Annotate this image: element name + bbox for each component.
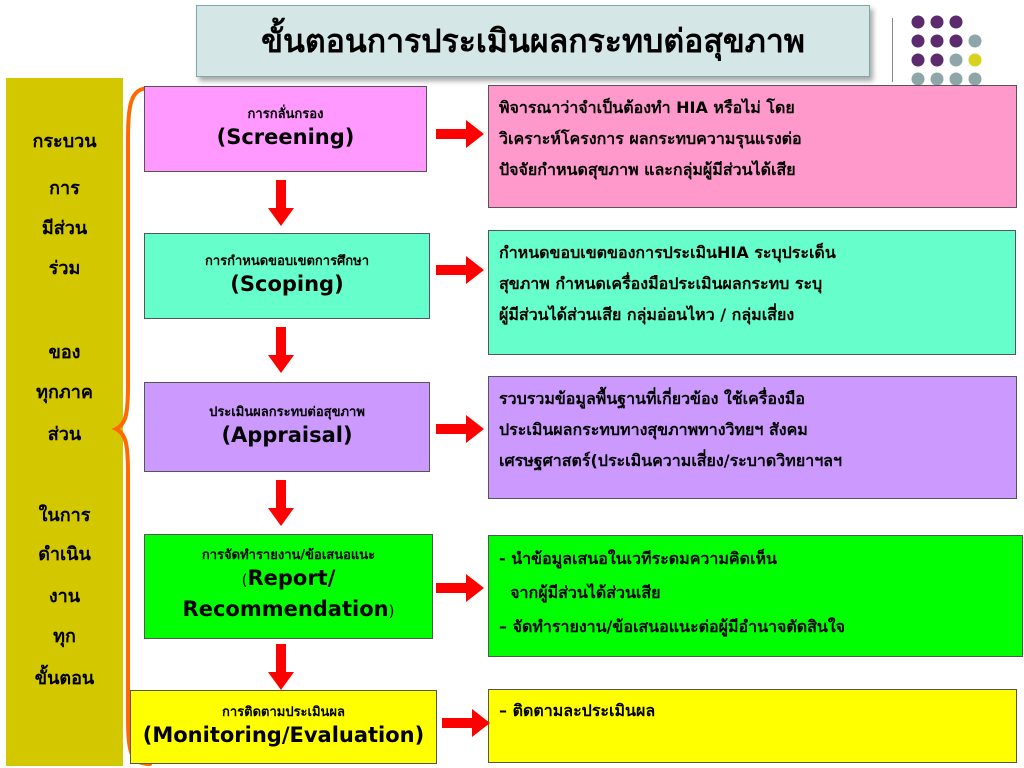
- participation-sidebar: กระบวน การ มีส่วน ร่วม ของ ทุกภาค ส่วน ใ…: [6, 78, 123, 766]
- decorative-dot-grid: [911, 15, 982, 86]
- step-box-monitoring: การติดตามประเมินผล (Monitoring/Evaluatio…: [130, 690, 437, 764]
- decorative-dot: [911, 53, 925, 67]
- sidebar-line: ส่วน: [47, 424, 82, 445]
- step-english-label: (Monitoring/Evaluation): [142, 723, 425, 747]
- sidebar-line: งาน: [48, 586, 81, 607]
- sidebar-line: ดำเนิน: [38, 544, 91, 565]
- sidebar-line: ของ: [48, 342, 81, 363]
- decorative-dot: [911, 15, 925, 29]
- right-arrow-icon: [436, 120, 484, 148]
- right-arrow-icon: [442, 709, 490, 737]
- sidebar-line: ทุก: [53, 626, 76, 647]
- decorative-dot: [968, 53, 982, 67]
- right-arrow-icon: [436, 256, 484, 284]
- step-box-report: การจัดทำรายงาน/ข้อเสนอแนะ (Report/ Recom…: [144, 534, 433, 639]
- down-arrow-icon: [268, 480, 294, 526]
- step-box-screening: การกลั่นกรอง (Screening): [144, 86, 427, 172]
- description-line: สุขภาพ กำหนดเครื่องมือประเมินผลกระทบ ระบ…: [499, 274, 823, 293]
- decorative-dot: [968, 72, 982, 86]
- description-line: - นำข้อมูลเสนอในเวทีระดมความคิดเห็น: [499, 549, 777, 568]
- description-line: ผู้มีส่วนได้ส่วนเสีย กลุ่มอ่อนไหว / กลุ่…: [499, 305, 795, 324]
- description-line: จากผู้มีส่วนได้ส่วนเสีย: [499, 583, 661, 602]
- decorative-dot: [949, 15, 963, 29]
- step-thai-label: ประเมินผลกระทบต่อสุขภาพ: [209, 405, 365, 420]
- description-box-appraisal: รวบรวมข้อมูลพื้นฐานที่เกี่ยวข้อง ใช้เครื…: [488, 376, 1017, 499]
- decorative-dot: [930, 15, 944, 29]
- description-line: เศรษฐศาสตร์(ประเมินความเสี่ยง/ระบาดวิทยา…: [499, 451, 842, 470]
- decorative-dot: [949, 53, 963, 67]
- description-line: – จัดทำรายงาน/ข้อเสนอแนะต่อผู้มีอำนาจตัด…: [499, 617, 846, 636]
- step-english-label: (Screening): [216, 125, 355, 149]
- sidebar-line: ขั้นตอน: [34, 668, 95, 689]
- sidebar-line: มีส่วน: [41, 218, 88, 239]
- sidebar-line: ร่วม: [48, 258, 81, 279]
- description-line: – ติดตามละประเมินผล: [499, 701, 656, 720]
- step-thai-label: การจัดทำรายงาน/ข้อเสนอแนะ: [201, 548, 376, 563]
- description-line: กำหนดขอบเขตของการประเมินHIA ระบุประเด็น: [499, 243, 836, 262]
- description-line: รวบรวมข้อมูลพื้นฐานที่เกี่ยวข้อง ใช้เครื…: [499, 389, 805, 408]
- description-box-screening: พิจารณาว่าจำเป็นต้องทำ HIA หรือไม่ โดย ว…: [488, 85, 1017, 208]
- page-title: ขั้นตอนการประเมินผลกระทบต่อสุขภาพ: [196, 5, 870, 77]
- sidebar-line: การ: [49, 178, 80, 199]
- down-arrow-icon: [268, 327, 294, 373]
- step-thai-label: การติดตามประเมินผล: [221, 705, 346, 720]
- description-line: ประเมินผลกระทบทางสุขภาพทางวิทยฯ สังคม: [499, 420, 808, 439]
- decorative-dot: [911, 72, 925, 86]
- right-arrow-icon: [436, 415, 484, 443]
- step-box-scoping: การกำหนดขอบเขตการศึกษา (Scoping): [144, 233, 430, 319]
- decorative-dot: [911, 34, 925, 48]
- description-box-report: - นำข้อมูลเสนอในเวทีระดมความคิดเห็น จากผ…: [488, 535, 1023, 657]
- description-line: วิเคราะห์โครงการ ผลกระทบความรุนแรงต่อ: [499, 129, 802, 148]
- sidebar-line: กระบวน: [32, 131, 97, 152]
- step-thai-label: การกลั่นกรอง: [247, 107, 324, 122]
- decorative-dot: [968, 34, 982, 48]
- description-line: ปัจจัยกำหนดสุขภาพ และกลุ่มผู้มีส่วนได้เส…: [499, 160, 796, 179]
- decorative-dot: [949, 72, 963, 86]
- description-line: พิจารณาว่าจำเป็นต้องทำ HIA หรือไม่ โดย: [499, 98, 795, 117]
- decorative-dot: [949, 34, 963, 48]
- down-arrow-icon: [268, 180, 294, 226]
- step-english-label: Recommendation): [182, 597, 395, 621]
- sidebar-line: ทุกภาค: [36, 382, 93, 403]
- description-box-monitoring: – ติดตามละประเมินผล: [488, 689, 1017, 763]
- step-thai-label: การกำหนดขอบเขตการศึกษา: [204, 254, 370, 269]
- sidebar-line: ในการ: [38, 505, 91, 526]
- decorative-dot: [930, 34, 944, 48]
- description-box-scoping: กำหนดขอบเขตของการประเมินHIA ระบุประเด็น …: [488, 230, 1016, 355]
- step-box-appraisal: ประเมินผลกระทบต่อสุขภาพ (Appraisal): [144, 382, 430, 472]
- step-english-label: (Report/: [241, 566, 336, 590]
- step-english-label: (Appraisal): [221, 423, 353, 447]
- curly-brace: [112, 86, 152, 766]
- decorative-dot: [930, 53, 944, 67]
- title-divider: [892, 18, 893, 82]
- decorative-dot: [930, 72, 944, 86]
- down-arrow-icon: [268, 644, 294, 690]
- step-english-label: (Scoping): [230, 272, 344, 296]
- right-arrow-icon: [436, 574, 484, 602]
